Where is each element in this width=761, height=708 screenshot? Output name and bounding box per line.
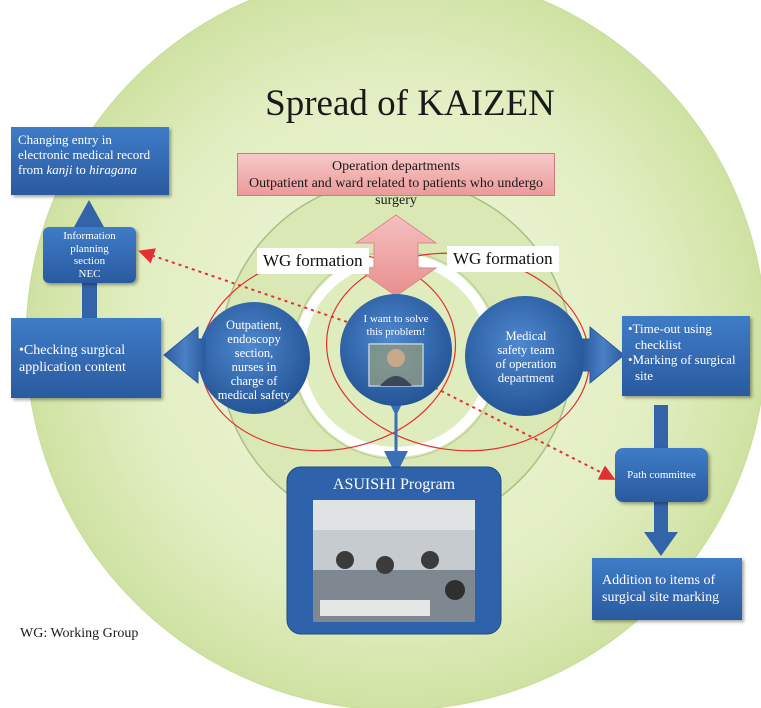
right-arrow bbox=[582, 325, 625, 385]
right-circle-text: Medical safety team of operation departm… bbox=[472, 329, 580, 385]
left-circle-line-4: nurses in bbox=[231, 360, 277, 374]
right-circle-line-2: safety team bbox=[497, 343, 555, 357]
timeout-line-1: •Time-out using bbox=[628, 321, 712, 336]
info-line-2: planning bbox=[70, 242, 109, 255]
center-circle-line-2: this problem! bbox=[366, 325, 426, 338]
right-circle bbox=[465, 296, 585, 416]
emr-line-2: electronic medical record bbox=[18, 147, 151, 162]
footnote: WG: Working Group bbox=[20, 626, 139, 641]
dotted-arrow-to-path bbox=[409, 374, 616, 480]
diagram-title: Spread of KAIZEN bbox=[265, 83, 555, 124]
info-line-4: NEC bbox=[78, 267, 101, 280]
left-arrow bbox=[163, 325, 206, 385]
info-line-1: Information bbox=[63, 230, 116, 242]
addition-items-box: Addition to items of surgical site marki… bbox=[592, 558, 742, 620]
timeout-line-2: checklist bbox=[635, 336, 682, 352]
emr-line-1: Changing entry in bbox=[18, 132, 112, 147]
left-circle-line-3: section, bbox=[234, 346, 274, 360]
addition-line-2: surgical site marking bbox=[602, 590, 720, 605]
timeout-line-3: •Marking of surgical bbox=[628, 352, 736, 367]
wg-formation-left-label: WG formation bbox=[257, 248, 369, 274]
center-circle-text: I want to solve this problem! bbox=[350, 313, 442, 338]
left-circle bbox=[198, 302, 310, 414]
wg-formation-right-label: WG formation bbox=[447, 246, 559, 272]
right-circle-line-4: department bbox=[497, 371, 555, 385]
emr-from: from bbox=[18, 162, 47, 177]
right-down-shaft-1 bbox=[654, 405, 668, 448]
time-out-box: •Time-out using checklist •Marking of su… bbox=[622, 316, 750, 396]
ops-line-1: Operation departments bbox=[332, 159, 460, 174]
left-circle-line-2: endoscopy bbox=[227, 332, 281, 346]
emr-kanji: kanji bbox=[46, 162, 73, 177]
info-planning-box: Information planning section NEC bbox=[43, 227, 136, 283]
emr-hiragana: hiragana bbox=[89, 162, 137, 177]
person-face bbox=[387, 349, 405, 367]
addition-line-1: Addition to items of bbox=[602, 573, 716, 588]
info-line-3: section bbox=[73, 255, 106, 267]
left-up-arrow-shaft bbox=[82, 283, 97, 318]
operation-departments-box: Operation departments Outpatient and war… bbox=[237, 153, 555, 208]
path-committee-box: Path committee bbox=[615, 448, 708, 502]
ops-line-2: Outpatient and ward related to patients … bbox=[248, 176, 544, 208]
right-circle-line-1: Medical bbox=[505, 329, 547, 343]
emr-entry-box: Changing entry in electronic medical rec… bbox=[11, 127, 169, 195]
left-circle-line-6: medical safety bbox=[217, 388, 291, 402]
checking-application-box: •Checking surgical application content bbox=[11, 318, 161, 398]
checking-line-1: •Checking surgical bbox=[19, 343, 126, 358]
emr-to: to bbox=[72, 162, 90, 177]
asuishi-label: ASUISHI Program bbox=[332, 476, 456, 493]
right-down-arrow-2 bbox=[644, 502, 678, 556]
right-circle-line-3: of operation bbox=[495, 357, 557, 371]
center-circle-line-1: I want to solve bbox=[363, 313, 429, 325]
timeout-line-4: site bbox=[635, 367, 654, 383]
left-circle-line-5: charge of bbox=[230, 374, 278, 388]
checking-line-2: application content bbox=[19, 360, 126, 375]
top-up-arrow bbox=[74, 200, 104, 230]
emr-line-3: from kanji to hiragana bbox=[18, 162, 162, 177]
left-circle-text: Outpatient, endoscopy section, nurses in… bbox=[204, 318, 304, 402]
left-circle-line-1: Outpatient, bbox=[226, 318, 282, 332]
